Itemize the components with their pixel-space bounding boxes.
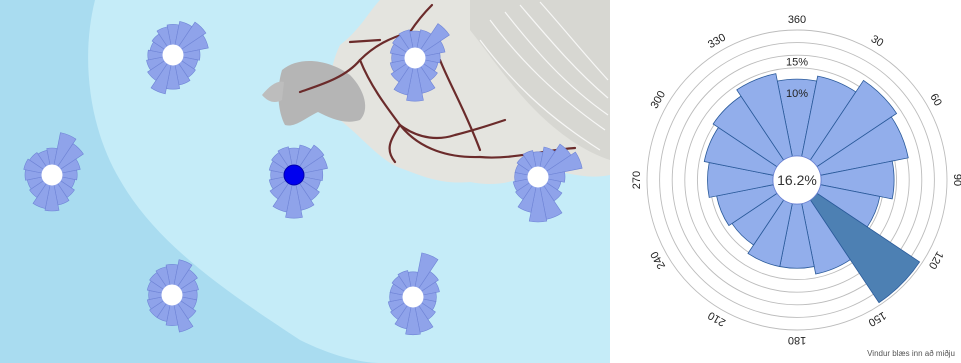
terrain-contours: [479, 1, 609, 151]
direction-tick-label: 270: [631, 171, 643, 189]
direction-tick-label: 180: [788, 334, 806, 346]
direction-tick-label: 90: [951, 174, 961, 186]
station-marker[interactable]: [402, 286, 424, 308]
wind-rose-station-e[interactable]: [512, 143, 583, 223]
urban-area: [278, 60, 366, 126]
selected-station-marker[interactable]: [283, 164, 305, 186]
wind-rose-station-s[interactable]: [387, 252, 440, 336]
station-marker[interactable]: [41, 164, 63, 186]
mountain-area: [470, 0, 610, 160]
direction-tick-label: 360: [788, 14, 806, 26]
station-marker[interactable]: [527, 166, 549, 188]
wind-rose-chart: 16.2%10%15%36030609012015018021024027030…: [631, 14, 961, 358]
station-marker[interactable]: [162, 44, 184, 66]
road-network: [298, 3, 577, 164]
wind-rose-stations: [23, 21, 583, 336]
polar-ring: [684, 67, 910, 293]
peninsula-tip: [262, 81, 284, 103]
wind-rose-station-w[interactable]: [23, 132, 84, 212]
ring-label: 10%: [786, 88, 808, 100]
wind-rose-station-nw[interactable]: [146, 21, 209, 95]
polar-ring: [659, 42, 935, 318]
polar-ring: [646, 29, 948, 331]
center-hole: [772, 155, 822, 205]
wind-rose-station-center[interactable]: [268, 144, 328, 219]
ring-label: 15%: [786, 57, 808, 69]
map-canvas[interactable]: [0, 0, 610, 363]
wind-rose-station-sw[interactable]: [146, 259, 199, 333]
map-panel[interactable]: [0, 0, 610, 363]
polar-ring: [671, 54, 923, 306]
direction-tick-label: 30: [869, 33, 886, 50]
center-calm-label: 16.2%: [777, 172, 817, 188]
station-marker[interactable]: [404, 47, 426, 69]
direction-tick-label: 60: [927, 92, 944, 109]
wind-rose-station-ne[interactable]: [389, 23, 450, 102]
station-marker[interactable]: [161, 284, 183, 306]
wind-direction-note: Vindur blæs inn að miðju: [867, 349, 955, 358]
